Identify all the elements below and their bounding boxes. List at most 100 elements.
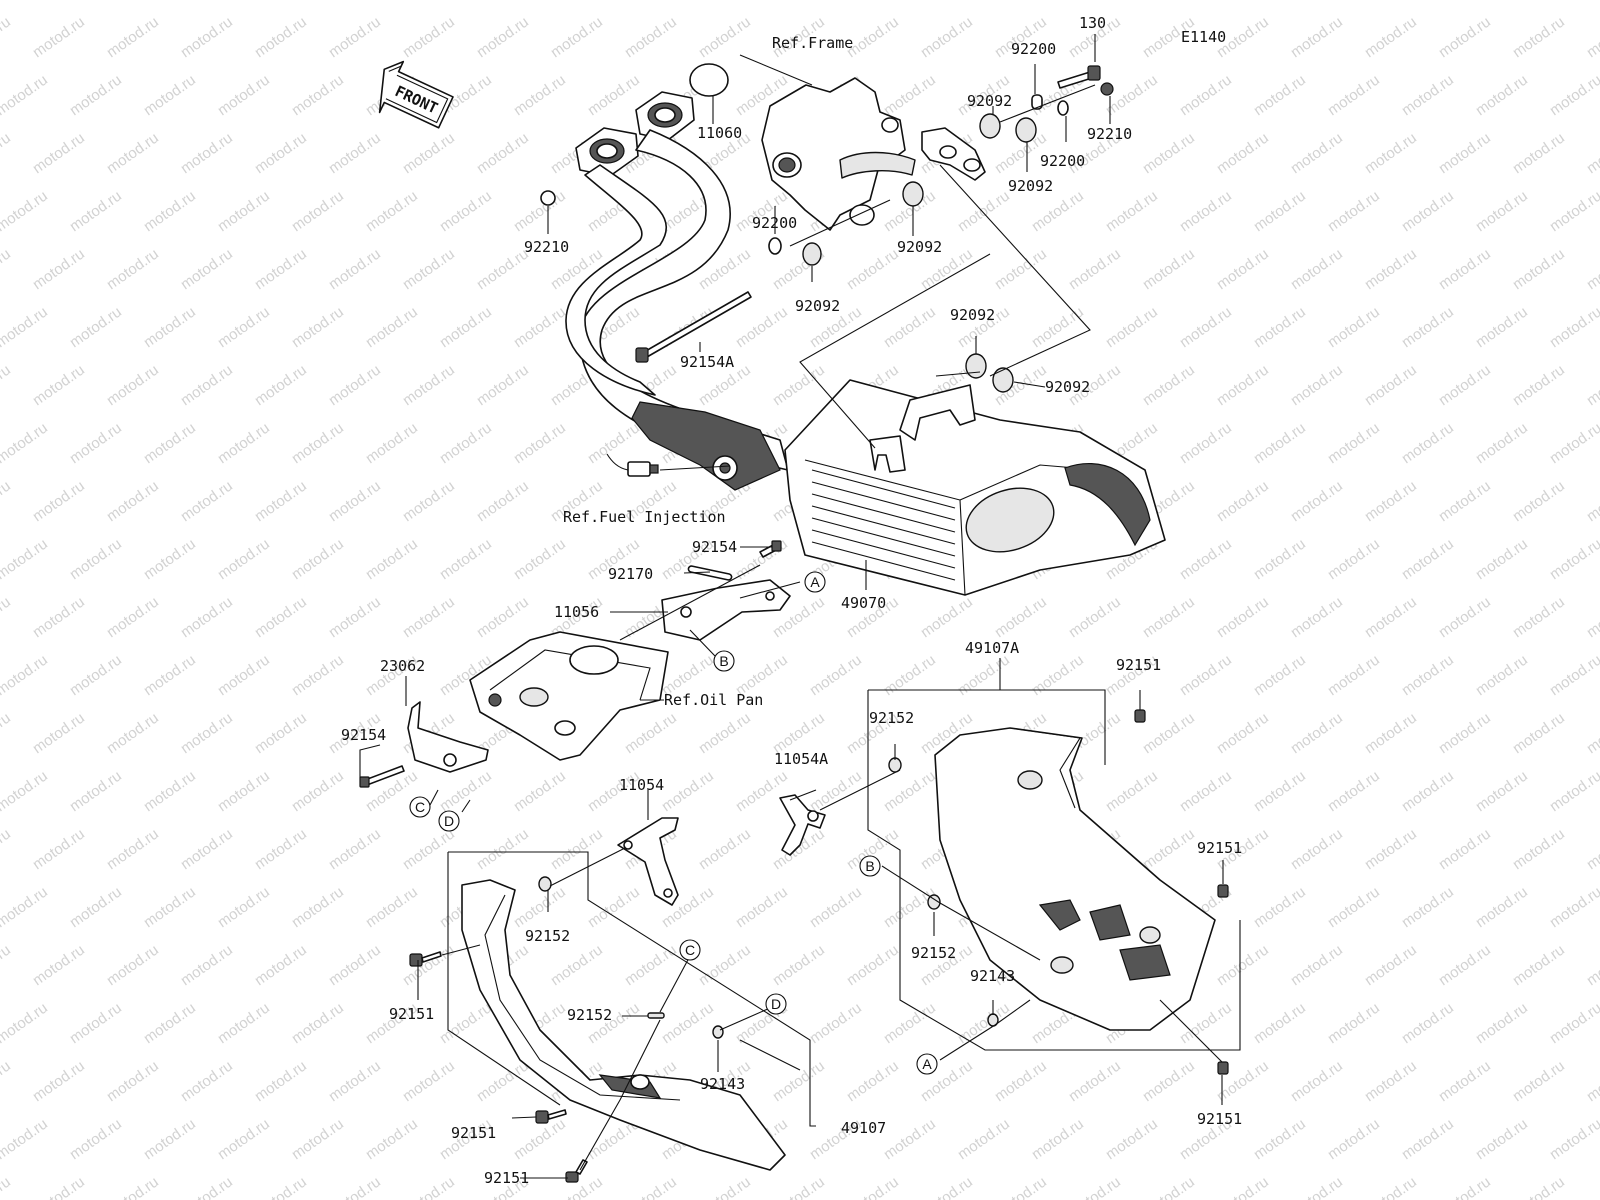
bracket-11054 [617, 817, 679, 906]
part-label: 92200 [752, 214, 797, 232]
watermark-text: motod.ru [326, 1057, 384, 1105]
watermark-text: motod.ru [770, 1057, 828, 1105]
watermark-text: motod.ru [1325, 419, 1383, 467]
watermark-text: motod.ru [400, 245, 458, 293]
part-label: 92170 [608, 565, 653, 583]
watermark-text: motod.ru [67, 187, 125, 235]
watermark-text: motod.ru [511, 187, 569, 235]
header-flange-upper [635, 91, 695, 141]
nut-92210-lower [540, 190, 556, 206]
watermark-text: motod.ru [437, 0, 495, 3]
grommet-92092-e [965, 353, 987, 379]
watermark-text: motod.ru [1325, 187, 1383, 235]
watermark-text: motod.ru [400, 941, 458, 989]
watermark-text: motod.ru [0, 651, 51, 699]
watermark-text: motod.ru [1399, 0, 1457, 3]
watermark-text: motod.ru [955, 187, 1013, 235]
watermark-text: motod.ru [178, 1173, 236, 1200]
watermark-text: motod.ru [807, 999, 865, 1047]
watermark-text: motod.ru [1473, 535, 1531, 583]
watermark-text: motod.ru [67, 0, 125, 3]
watermark-text: motod.ru [141, 0, 199, 3]
watermark-text: motod.ru [659, 999, 717, 1047]
watermark-text: motod.ru [1288, 477, 1346, 525]
watermark-text: motod.ru [474, 361, 532, 409]
watermark-text: motod.ru [696, 941, 754, 989]
watermark-text: motod.ru [511, 535, 569, 583]
watermark-text: motod.ru [1214, 593, 1272, 641]
heat-cover-49107 [461, 879, 786, 1171]
watermark-text: motod.ru [511, 419, 569, 467]
watermark-text: motod.ru [1436, 941, 1494, 989]
watermark-text: motod.ru [1362, 13, 1420, 61]
watermark-text: motod.ru [437, 303, 495, 351]
watermark-text: motod.ru [1362, 825, 1420, 873]
watermark-text: motod.ru [1251, 1115, 1309, 1163]
watermark-text: motod.ru [1473, 1115, 1531, 1163]
watermark-text: motod.ru [511, 883, 569, 931]
part-label: 92151 [1197, 839, 1242, 857]
watermark-text: motod.ru [474, 593, 532, 641]
washer-92143-center [712, 1025, 724, 1039]
watermark-text: motod.ru [733, 883, 791, 931]
watermark-text: motod.ru [252, 1173, 310, 1200]
watermark-text: motod.ru [1214, 1173, 1272, 1200]
watermark-text: motod.ru [326, 477, 384, 525]
watermark-text: motod.ru [1584, 477, 1600, 525]
watermark-text: motod.ru [1362, 129, 1420, 177]
bracket-23062 [407, 701, 489, 773]
watermark-text: motod.ru [955, 1115, 1013, 1163]
watermark-text: motod.ru [548, 13, 606, 61]
watermark-text: motod.ru [844, 245, 902, 293]
watermark-text: motod.ru [1473, 999, 1531, 1047]
watermark-text: motod.ru [1140, 1057, 1198, 1105]
nut-92210-upper [1100, 82, 1114, 96]
watermark-text: motod.ru [363, 535, 421, 583]
svg-text:B: B [719, 653, 728, 669]
watermark-text: motod.ru [992, 593, 1050, 641]
callout-c-bottom: C [679, 939, 701, 961]
watermark-text: motod.ru [252, 1057, 310, 1105]
watermark-text: motod.ru [1251, 71, 1309, 119]
watermark-text: motod.ru [67, 71, 125, 119]
watermark-text: motod.ru [141, 303, 199, 351]
watermark-text: motod.ru [141, 999, 199, 1047]
watermark-text: motod.ru [178, 941, 236, 989]
watermark-text: motod.ru [67, 1115, 125, 1163]
watermark-text: motod.ru [622, 941, 680, 989]
watermark-text: motod.ru [141, 419, 199, 467]
part-label: 23062 [380, 657, 425, 675]
part-label: 92092 [795, 297, 840, 315]
watermark-text: motod.ru [1510, 361, 1568, 409]
watermark-text: motod.ru [104, 477, 162, 525]
washer-92200-mid [1057, 100, 1069, 116]
heat-cover-49107a [934, 727, 1216, 1031]
watermark-text: motod.ru [0, 477, 14, 525]
svg-text:C: C [415, 799, 425, 815]
watermark-text: motod.ru [1547, 883, 1600, 931]
part-label: 92092 [897, 238, 942, 256]
watermark-text: motod.ru [0, 361, 14, 409]
watermark-text: motod.ru [1473, 767, 1531, 815]
part-label: 11056 [554, 603, 599, 621]
watermark-text: motod.ru [881, 71, 939, 119]
watermark-text: motod.ru [622, 13, 680, 61]
watermark-text: motod.ru [770, 941, 828, 989]
watermark-text: motod.ru [67, 999, 125, 1047]
ref-frame-label: Ref.Frame [772, 34, 853, 52]
grommet-92092-a [979, 113, 1001, 139]
watermark-text: motod.ru [0, 941, 14, 989]
part-label: 92154 [692, 538, 737, 556]
watermark-text: motod.ru [1510, 13, 1568, 61]
watermark-text: motod.ru [1584, 709, 1600, 757]
watermark-text: motod.ru [770, 1173, 828, 1200]
watermark-text: motod.ru [881, 767, 939, 815]
grommet-92092-b [1015, 117, 1037, 143]
watermark-text: motod.ru [585, 71, 643, 119]
watermark-text: motod.ru [215, 1115, 273, 1163]
watermark-text: motod.ru [1251, 0, 1309, 3]
ref-oil-pan-label: Ref.Oil Pan [664, 691, 763, 709]
watermark-text: motod.ru [0, 0, 51, 3]
part-label: 130 [1079, 14, 1106, 32]
watermark-text: motod.ru [1140, 709, 1198, 757]
